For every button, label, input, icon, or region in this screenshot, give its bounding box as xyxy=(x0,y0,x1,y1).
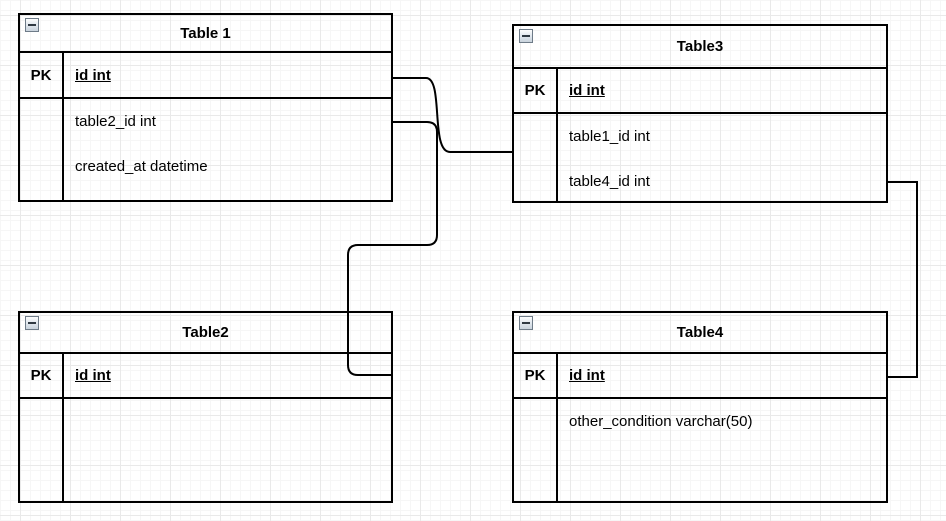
minus-glyph xyxy=(522,322,530,324)
collapse-icon[interactable] xyxy=(519,29,533,43)
minus-glyph xyxy=(28,24,36,26)
pk-field-name: id int xyxy=(569,82,605,99)
edge-table3-to-table4[interactable] xyxy=(888,181,918,378)
edge-table1-to-table2[interactable] xyxy=(347,121,438,376)
edge-table1-to-table3[interactable] xyxy=(393,77,512,153)
entity-table1[interactable]: Table 1 PK id int table2_id int created_a… xyxy=(18,13,393,202)
table1-header: Table 1 xyxy=(20,15,391,53)
table2-pk-row[interactable]: PK id int xyxy=(20,354,391,399)
pk-field-name: id int xyxy=(569,367,605,384)
pk-column-spacer xyxy=(514,114,558,201)
collapse-icon[interactable] xyxy=(25,18,39,32)
table3-pk-row[interactable]: PK id int xyxy=(514,69,886,114)
entity-table3[interactable]: Table3 PK id int table1_id int table4_id … xyxy=(512,24,888,203)
table4-title: Table4 xyxy=(676,324,724,341)
pk-column-spacer xyxy=(20,99,64,200)
pk-key-cell: PK xyxy=(20,53,64,97)
table3-field-list: table1_id int table4_id int xyxy=(558,114,886,201)
table2-field-list xyxy=(64,399,391,501)
pk-key-cell: PK xyxy=(514,69,558,112)
entity-table4[interactable]: Table4 PK id int other_condition varchar… xyxy=(512,311,888,503)
collapse-icon[interactable] xyxy=(519,316,533,330)
table4-body: other_condition varchar(50) xyxy=(514,399,886,501)
table2-body xyxy=(20,399,391,501)
table2-header: Table2 xyxy=(20,313,391,354)
table3-body: table1_id int table4_id int xyxy=(514,114,886,201)
table1-body: table2_id int created_at datetime xyxy=(20,99,391,200)
table-field[interactable]: table2_id int xyxy=(75,113,156,130)
pk-field-name: id int xyxy=(75,367,111,384)
table-field[interactable]: other_condition varchar(50) xyxy=(569,413,753,430)
table2-title: Table2 xyxy=(182,324,229,341)
table-field[interactable]: created_at datetime xyxy=(75,158,208,175)
table4-pk-row[interactable]: PK id int xyxy=(514,354,886,399)
collapse-icon[interactable] xyxy=(25,316,39,330)
table4-header: Table4 xyxy=(514,313,886,354)
table3-title: Table3 xyxy=(676,38,724,55)
pk-key-cell: PK xyxy=(514,354,558,397)
entity-table2[interactable]: Table2 PK id int xyxy=(18,311,393,503)
table-field[interactable]: table4_id int xyxy=(569,173,650,190)
pk-column-spacer xyxy=(514,399,558,501)
table1-pk-row[interactable]: PK id int xyxy=(20,53,391,99)
pk-column-spacer xyxy=(20,399,64,501)
table3-header: Table3 xyxy=(514,26,886,69)
minus-glyph xyxy=(28,322,36,324)
table1-title: Table 1 xyxy=(180,24,231,42)
table-field[interactable]: table1_id int xyxy=(569,128,650,145)
table1-field-list: table2_id int created_at datetime xyxy=(64,99,391,200)
table4-field-list: other_condition varchar(50) xyxy=(558,399,886,501)
pk-field-name: id int xyxy=(75,66,111,84)
minus-glyph xyxy=(522,35,530,37)
pk-key-cell: PK xyxy=(20,354,64,397)
